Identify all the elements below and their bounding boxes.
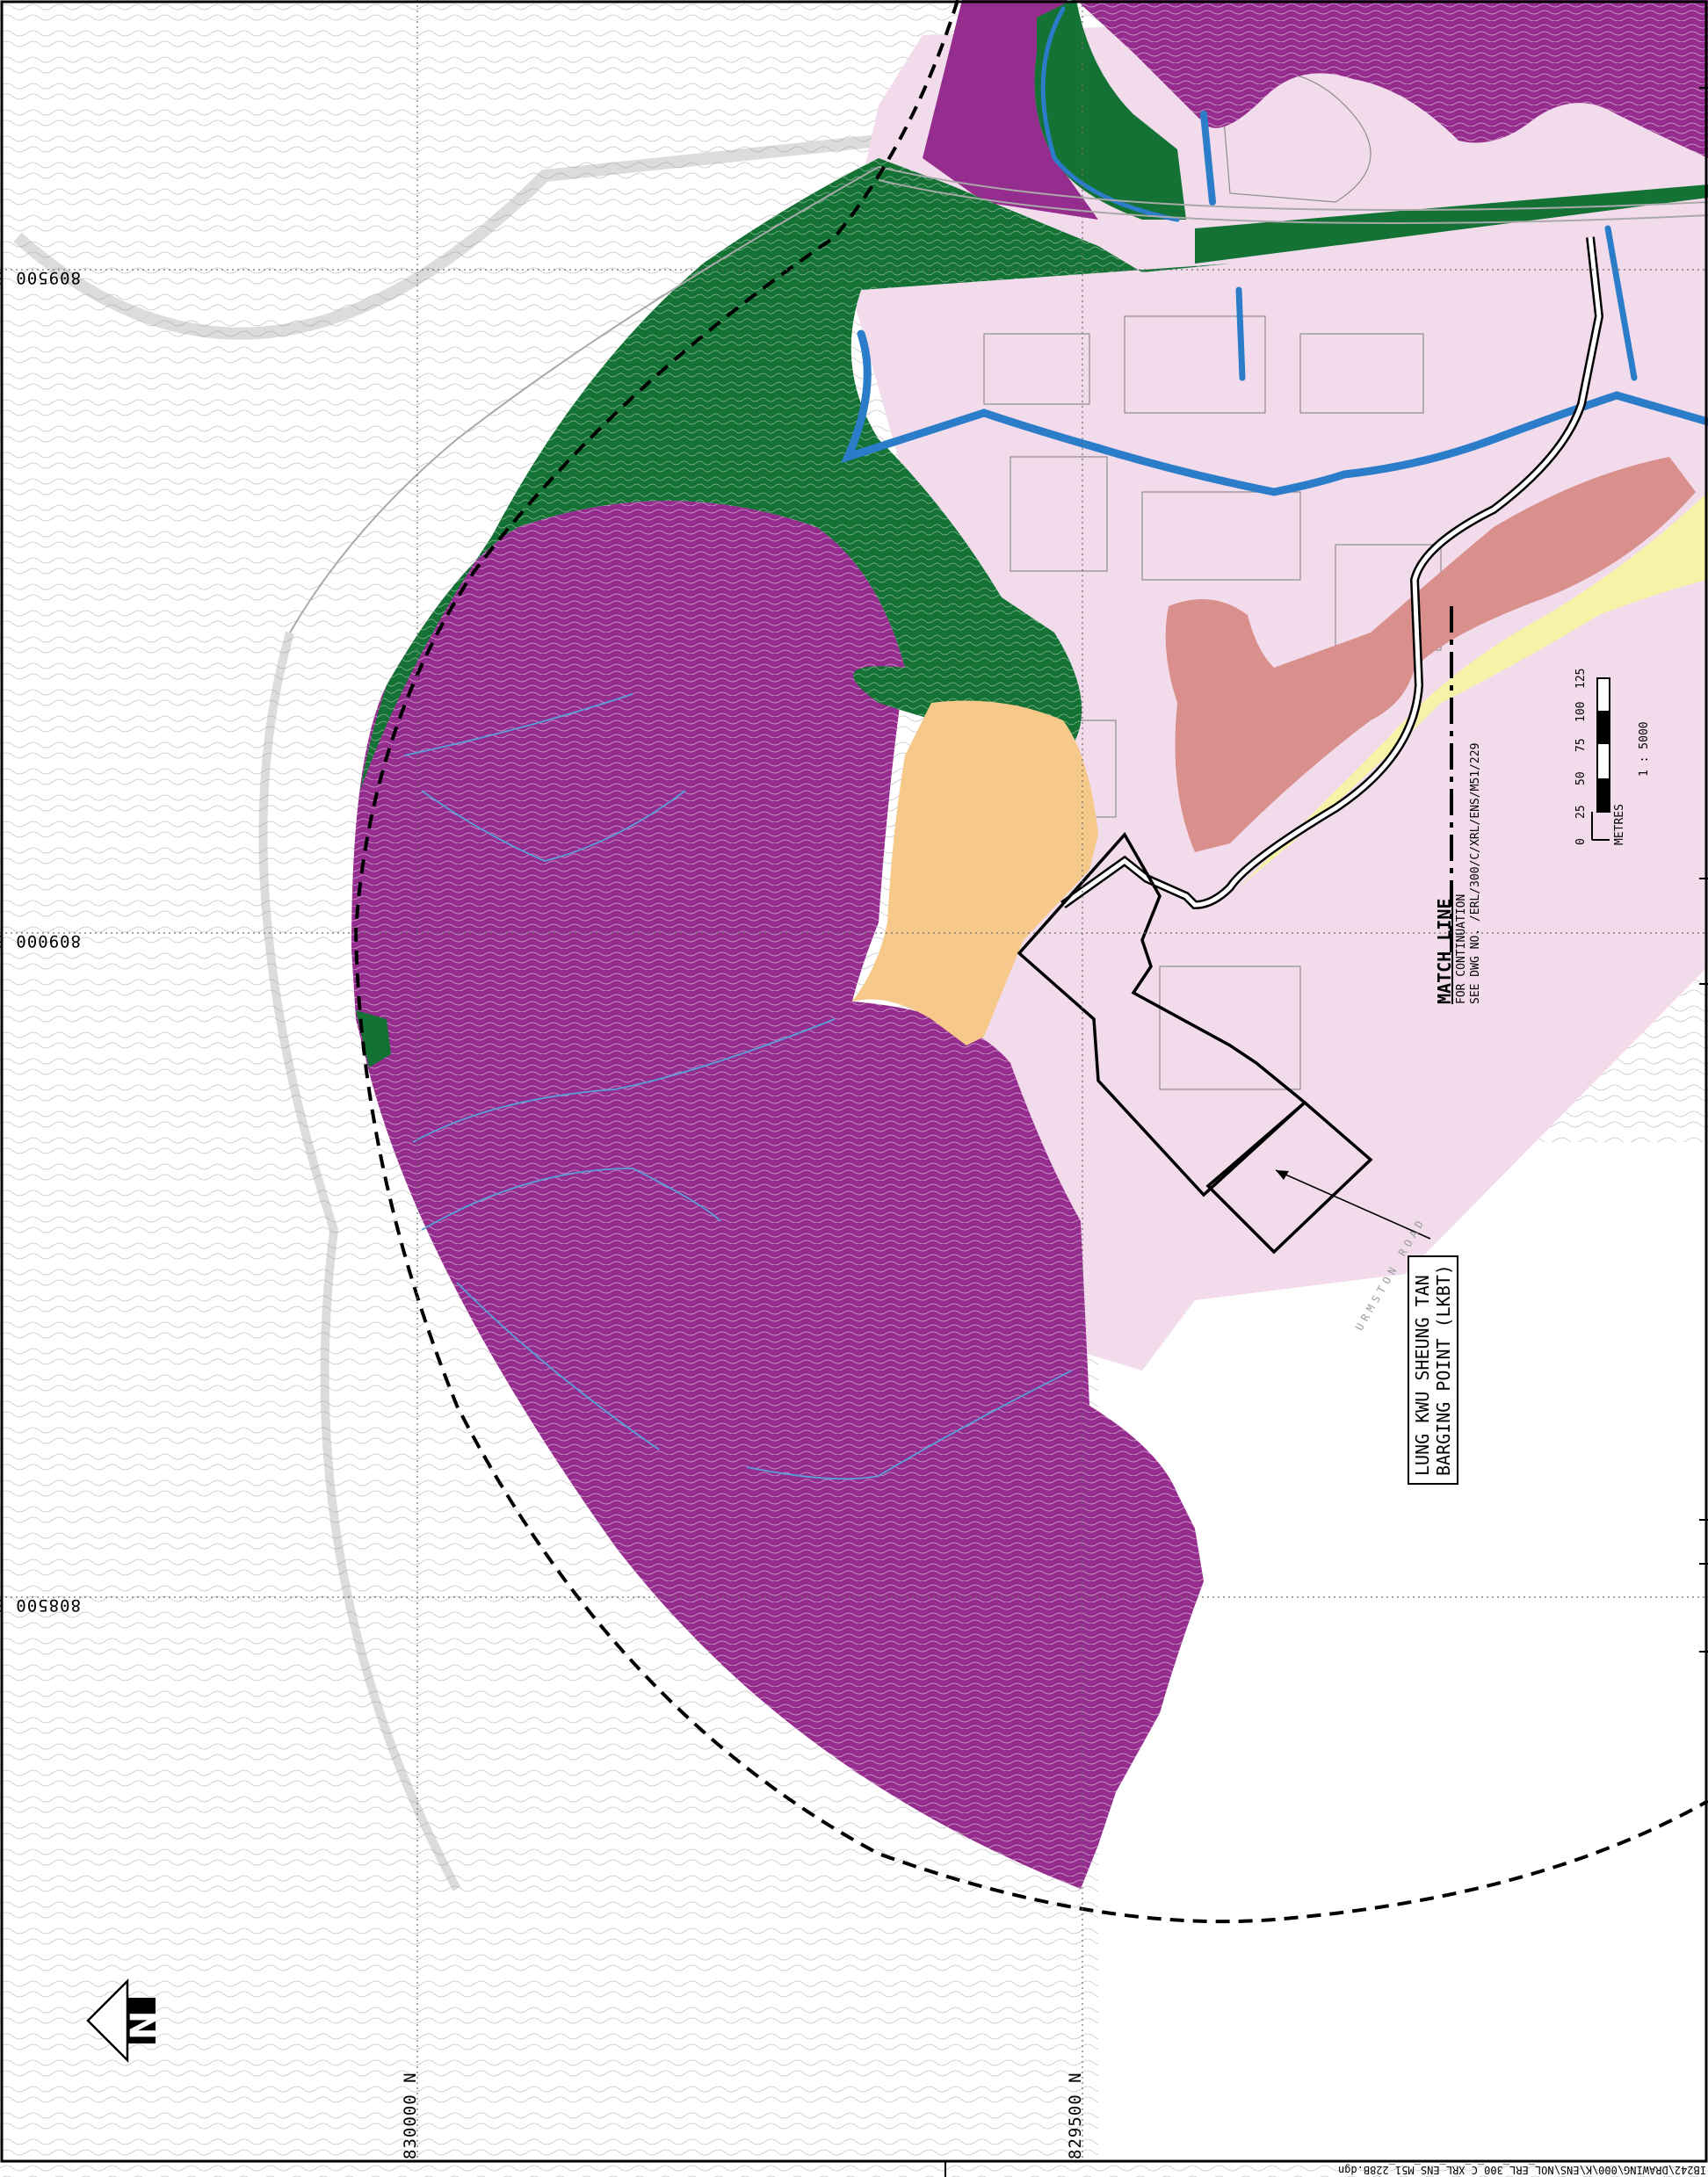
callout-line-1: LUNG KWU SHEUNG TAN: [1412, 1275, 1433, 1476]
grid-label-easting: 808500 E: [0, 1595, 81, 1615]
shrubland-strip: [1195, 184, 1708, 264]
scale-ratio: 1 : 5000: [1638, 721, 1651, 777]
grid-label-easting: 809000 E: [0, 931, 81, 951]
shrubland-patch: [356, 1010, 391, 1067]
sea-area: [1098, 1142, 1708, 2161]
callout-line-2: BARGING POINT (LKBT): [1433, 1264, 1454, 1476]
match-line-title: MATCH LINE: [1434, 898, 1455, 1004]
scale-unit: METRES: [1613, 804, 1626, 845]
salmon-zone: [1165, 457, 1696, 852]
scale-tick-label: 50: [1574, 771, 1588, 785]
callout-leader: [1275, 1169, 1431, 1240]
barging-point-outline: [1017, 832, 1307, 1197]
match-line-note: SEE DWG NO. /ERL/300/C/XRL/ENS/M51/229: [1469, 742, 1482, 1004]
road-network: [289, 166, 1708, 633]
scale-tick-label: 25: [1574, 805, 1588, 819]
scale-tick-label: 100: [1574, 701, 1588, 722]
woodland-zone-north-texture: [1076, 0, 1708, 158]
shrubland-texture: [360, 158, 1230, 791]
scale-bar: [1591, 677, 1610, 841]
grid-label-northing: 829500 N: [1066, 2072, 1085, 2159]
shrubland-zone-north: [1034, 0, 1186, 220]
barging-point-box: [1205, 1100, 1373, 1255]
match-line-note: FOR CONTINUATION: [1455, 893, 1468, 1004]
beach-zone: [1239, 492, 1708, 887]
barging-point-callout: LUNG KWU SHEUNG TAN BARGING POINT (LKBT): [1408, 1255, 1458, 1485]
scale-tick-label: 75: [1574, 738, 1588, 752]
frame-ticks: [1699, 87, 1708, 1653]
water-courses: [840, 6, 1708, 496]
background-road: [13, 134, 879, 340]
file-path: IB242\DRAWING\000\K\ENS\NOL_ERL_300_C_XR…: [1337, 2164, 1706, 2176]
grassland-zone: [852, 700, 1098, 1045]
woodland-zone-top: [923, 0, 1098, 220]
scale-tick-label: 125: [1574, 668, 1588, 689]
north-arrow-letter: N: [124, 2010, 164, 2040]
north-arrow-icon: [86, 1978, 156, 2064]
study-area-boundary: [353, 0, 1708, 1924]
callout-arrow: [1276, 1170, 1289, 1180]
grid-label-easting: 809500 E: [0, 268, 81, 287]
works-boundary-inner: [1061, 236, 1602, 908]
streams: [403, 693, 1073, 1480]
background-road-2: [258, 631, 461, 1891]
grid-label-northing: 830000 N: [401, 2072, 420, 2159]
scale-tick-label: 0: [1574, 838, 1588, 845]
woodland-texture: [351, 501, 1204, 1889]
